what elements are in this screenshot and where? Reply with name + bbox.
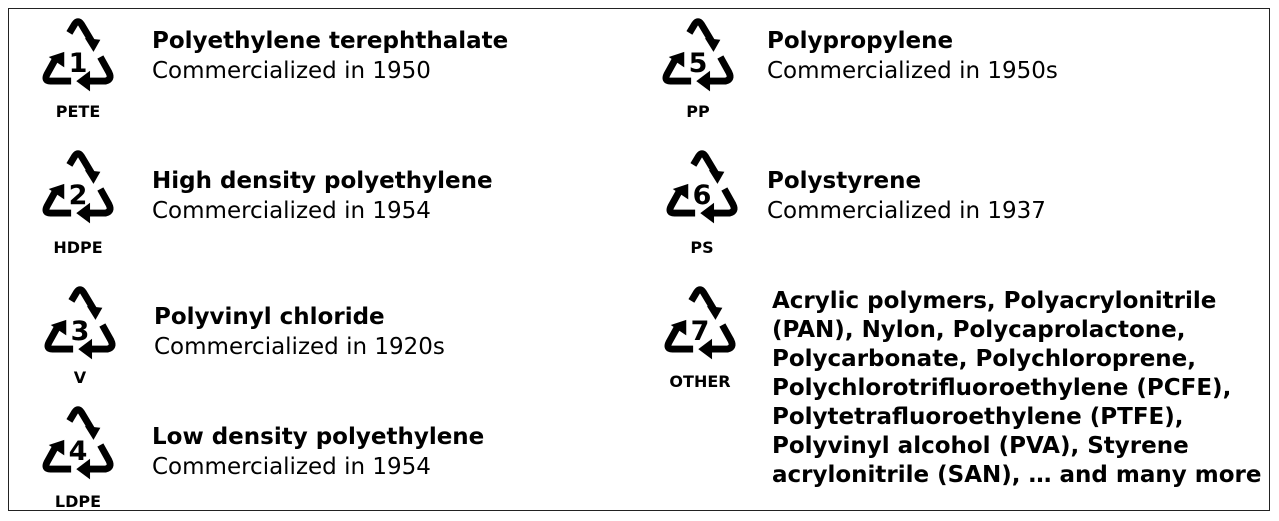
- plastic-name: Low density polyethylene: [152, 424, 485, 450]
- plastic-name: High density polyethylene: [152, 168, 493, 194]
- resin-code: PP: [686, 102, 710, 121]
- recycling-triangle-icon: 6 PS: [652, 146, 752, 257]
- recycling-triangle-icon: 7 OTHER: [650, 282, 750, 392]
- resin-number: 5: [688, 48, 708, 79]
- description-line: Polychlorotrifluoroethylene (PCFE),: [772, 375, 1232, 401]
- resin-code: OTHER: [669, 372, 731, 391]
- resin-number: 1: [68, 48, 88, 79]
- description-line: Polytetrafluoroethylene (PTFE),: [772, 404, 1184, 430]
- description-line: Polyvinyl alcohol (PVA), Styrene: [772, 433, 1189, 459]
- resin-code: V: [73, 368, 87, 387]
- resin-number: 7: [690, 316, 710, 347]
- resin-number: 3: [70, 316, 90, 347]
- commercialized-text: Commercialized in 1950s: [767, 58, 1058, 84]
- commercialized-text: Commercialized in 1954: [152, 198, 431, 224]
- recycling-triangle-icon: 4 LDPE: [28, 402, 128, 512]
- other-plastics-description: Acrylic polymers, Polyacrylonitrile (PAN…: [772, 287, 1272, 490]
- commercialized-text: Commercialized in 1954: [152, 454, 431, 480]
- resin-number: 4: [68, 436, 88, 467]
- recycling-triangle-icon: 2 HDPE: [28, 146, 128, 257]
- plastic-name: Polypropylene: [767, 28, 954, 54]
- recycling-triangle-icon: 3 V: [30, 282, 130, 392]
- description-line: (PAN), Nylon, Polycaprolactone,: [772, 317, 1186, 343]
- plastic-name: Polyethylene terephthalate: [152, 28, 509, 54]
- commercialized-text: Commercialized in 1937: [767, 198, 1046, 224]
- commercialized-text: Commercialized in 1920s: [154, 334, 445, 360]
- plastic-name: Polystyrene: [767, 168, 922, 194]
- plastic-name: Polyvinyl chloride: [154, 304, 385, 330]
- recycling-triangle-icon: 1 PETE: [28, 14, 128, 124]
- resin-codes-panel: [8, 8, 1270, 511]
- description-line: acrylonitrile (SAN), … and many more: [772, 462, 1262, 488]
- resin-number: 6: [692, 180, 712, 211]
- resin-code: LDPE: [54, 492, 102, 511]
- resin-code: PS: [690, 238, 714, 257]
- commercialized-text: Commercialized in 1950: [152, 58, 431, 84]
- resin-code: PETE: [55, 102, 101, 121]
- description-line: Polycarbonate, Polychloroprene,: [772, 346, 1197, 372]
- description-line: Acrylic polymers, Polyacrylonitrile: [772, 288, 1217, 314]
- resin-code: HDPE: [53, 238, 103, 257]
- resin-number: 2: [68, 180, 88, 211]
- recycling-triangle-icon: 5 PP: [648, 14, 748, 124]
